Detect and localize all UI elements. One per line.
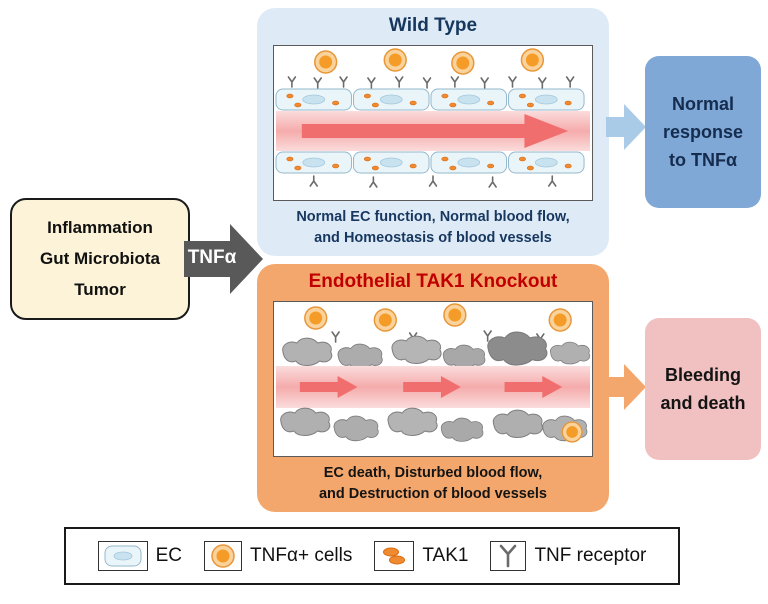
wild-type-caption-line2: and Homeostasis of blood vessels — [314, 229, 552, 246]
knockout-caption-line2: and Destruction of blood vessels — [318, 485, 547, 502]
ec-row-top — [276, 89, 584, 110]
legend-label-tnf-receptor: TNF receptor — [534, 545, 647, 566]
tnfa-cell-icon — [204, 541, 243, 571]
knockout-title: Endothelial TAK1 Knockout — [308, 271, 558, 292]
tnf-receptors-bottom — [309, 175, 557, 188]
knockout-caption: EC death, Disturbed blood flow, and Dest… — [257, 463, 609, 505]
wild-type-vessel-illustration — [273, 45, 593, 201]
legend-label-ec: EC — [155, 545, 183, 566]
knockout-vessel-illustration — [273, 301, 593, 457]
cause-inflammation: Inflammation — [47, 218, 153, 237]
tnfa-arrow-icon — [184, 224, 263, 294]
tnfa-cells-row — [304, 303, 572, 332]
wild-type-title: Wild Type — [388, 15, 478, 36]
wild-type-caption-line1: Normal EC function, Normal blood flow, — [296, 208, 570, 225]
normal-response-box: Normal response to TNFα — [645, 56, 761, 208]
dead-ec-row-top — [282, 331, 591, 370]
normal-response-line1: Normal — [671, 94, 734, 114]
legend: EC TNFα+ cells TAK1 — [64, 527, 680, 585]
cause-gut-microbiota: Gut Microbiota — [40, 249, 160, 268]
legend-item-tnfa-cells: TNFα+ cells — [204, 541, 352, 571]
tnfa-arrow: TNFα — [184, 222, 264, 296]
ec-icon — [97, 541, 148, 571]
normal-response-line2: response — [662, 122, 744, 142]
bleeding-line1: Bleeding — [664, 365, 741, 385]
bleeding-death-box: Bleeding and death — [645, 318, 761, 460]
wild-type-outcome-arrow-icon — [606, 104, 646, 150]
legend-item-tak1: TAK1 — [374, 541, 468, 571]
tnfa-cells-row — [313, 48, 545, 75]
bleeding-line2: and death — [660, 393, 746, 413]
knockout-vessel-drawing — [275, 303, 591, 443]
cause-tumor: Tumor — [74, 280, 126, 299]
normal-blood-flow-arrow — [301, 114, 569, 148]
wild-type-panel: Wild Type — [257, 8, 609, 256]
tnfa-arrow-label: TNFα — [187, 247, 237, 268]
legend-item-tnf-receptor: TNF receptor — [490, 541, 646, 571]
legend-item-ec: EC — [97, 541, 183, 571]
wild-type-caption: Normal EC function, Normal blood flow, a… — [257, 207, 609, 249]
tak1-icon — [374, 541, 415, 571]
tnf-receptor-icon — [490, 541, 527, 571]
tnfa-cell-bottom-right — [561, 421, 583, 443]
dead-ec-row-bottom — [280, 407, 588, 442]
normal-response-line3: to TNFα — [668, 150, 738, 170]
tnf-receptors-top — [287, 76, 575, 89]
wild-type-vessel-drawing — [274, 48, 591, 188]
legend-label-tnfa-cells: TNFα+ cells — [250, 545, 353, 566]
knockout-panel: Endothelial TAK1 Knockout — [257, 264, 609, 512]
knockout-caption-line1: EC death, Disturbed blood flow, — [323, 464, 543, 481]
knockout-outcome-arrow-icon — [606, 364, 646, 410]
ec-row-bottom — [276, 152, 584, 173]
causes-box: Inflammation Gut Microbiota Tumor — [10, 198, 190, 320]
legend-label-tak1: TAK1 — [422, 545, 469, 566]
